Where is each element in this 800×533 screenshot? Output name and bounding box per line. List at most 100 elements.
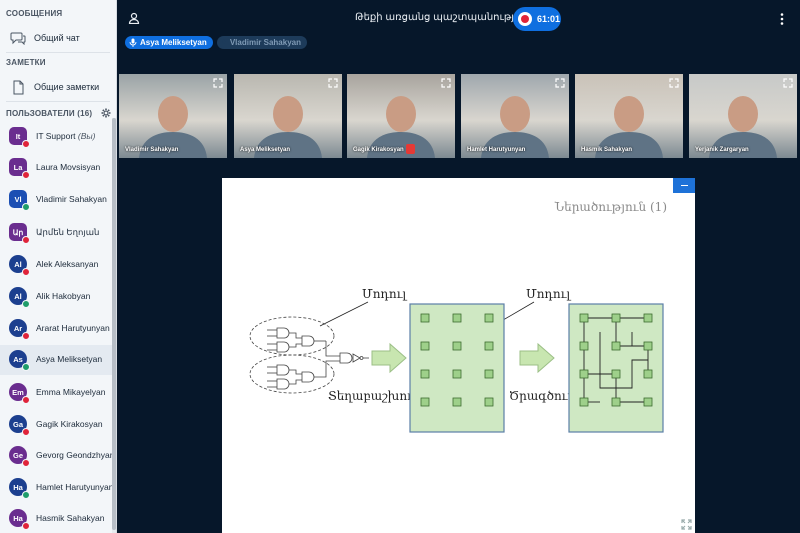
avatar: Vl: [9, 190, 30, 211]
user-list-item[interactable]: Ga Gagik Kirakosyan: [0, 410, 112, 440]
grid-cell: [452, 369, 462, 379]
talking-indicator-1[interactable]: Asya Meliksetyan: [125, 36, 213, 49]
user-list-item[interactable]: Ar Ararat Harutyunyan: [0, 314, 112, 344]
user-name: Alek Aleksanyan: [36, 259, 98, 269]
avatar-initials: Ha: [13, 513, 23, 523]
user-name-text: Emma Mikayelyan: [36, 387, 106, 397]
grid-cell: [420, 369, 430, 379]
status-badge: [22, 171, 30, 179]
user-name-text: IT Support: [36, 131, 76, 141]
avatar-initials: La: [13, 162, 23, 172]
webcam-person-image: [254, 96, 322, 158]
avatar-initials: Ha: [13, 482, 23, 492]
avatar: Ar: [9, 319, 30, 340]
grid-cell: [452, 341, 462, 351]
avatar: Al: [9, 287, 30, 308]
grid-cell: [611, 397, 621, 407]
fullscreen-icon[interactable]: [213, 78, 223, 88]
video-tile[interactable]: Yerjanik Zargaryan: [689, 74, 797, 158]
grid-cell: [420, 397, 430, 407]
gear-icon[interactable]: [101, 108, 111, 118]
video-tile[interactable]: Hamlet Harutyunyan: [461, 74, 569, 158]
user-list-item[interactable]: Em Emma Mikayelyan: [0, 378, 112, 408]
arrow-right-icon: [519, 342, 555, 374]
user-list-item[interactable]: Al Alek Aleksanyan: [0, 250, 112, 280]
status-badge: [22, 522, 30, 530]
avatar-initials: It: [15, 131, 21, 141]
avatar-initials: Ar: [13, 323, 23, 333]
user-suffix: (Вы): [77, 131, 96, 141]
avatar-initials: Ար: [12, 227, 24, 237]
grid-cell: [452, 397, 462, 407]
video-tile-name: Hasmik Sahakyan: [581, 147, 633, 153]
fullscreen-icon[interactable]: [441, 78, 451, 88]
avatar: It: [9, 127, 30, 148]
webcam-person-image: [481, 96, 549, 158]
webcam-person-image: [139, 96, 207, 158]
fullscreen-icon[interactable]: [669, 78, 679, 88]
webcam-person-image: [709, 96, 777, 158]
fullscreen-icon[interactable]: [555, 78, 565, 88]
avatar: Ha: [9, 509, 30, 530]
video-tile[interactable]: Vladimir Sahakyan: [119, 74, 227, 158]
shared-notes-item[interactable]: Общие заметки: [10, 77, 99, 97]
user-name-text: Gevorg Geondzhyan: [36, 450, 115, 460]
status-badge: [22, 268, 30, 276]
user-list-toggle[interactable]: [127, 11, 141, 25]
user-list-scrollbar[interactable]: [112, 118, 116, 533]
minimize-presentation-button[interactable]: [673, 178, 695, 193]
shared-notes-label: Общие заметки: [34, 82, 100, 92]
status-badge: [22, 236, 30, 244]
recording-button[interactable]: 61:01: [513, 7, 561, 31]
webcam-person-image: [367, 96, 435, 158]
status-badge: [22, 491, 30, 499]
user-name: Gagik Kirakosyan: [36, 419, 103, 429]
fullscreen-icon[interactable]: [328, 78, 338, 88]
avatar: Al: [9, 255, 30, 276]
status-badge: [22, 203, 30, 211]
avatar-initials: Em: [12, 387, 24, 397]
user-name: Alik Hakobyan: [36, 291, 90, 301]
grid-cell: [643, 313, 653, 323]
talking-indicator-2[interactable]: Vladimir Sahakyan: [217, 36, 307, 49]
slide-title: Ներածություն (1): [554, 200, 667, 214]
avatar-initials: Ga: [12, 419, 23, 429]
grid-cell: [452, 313, 462, 323]
user-name-text: Gagik Kirakosyan: [36, 419, 103, 429]
status-badge: [22, 332, 30, 340]
fullscreen-icon[interactable]: [681, 519, 692, 530]
public-chat-item[interactable]: Общий чат: [10, 28, 80, 48]
video-tile[interactable]: Asya Meliksetyan: [234, 74, 342, 158]
messages-section-title: СООБЩЕНИЯ: [6, 9, 63, 18]
grid-cell: [611, 341, 621, 351]
grid-cell: [484, 369, 494, 379]
grid-cell: [579, 313, 589, 323]
label-placement: Տեղաբաշխում: [328, 389, 421, 403]
mic-muted-icon: [406, 144, 415, 154]
grid-cell: [484, 313, 494, 323]
options-button[interactable]: [777, 12, 787, 26]
fullscreen-icon[interactable]: [783, 78, 793, 88]
video-tile[interactable]: Hasmik Sahakyan: [575, 74, 683, 158]
netlist-diagram: [249, 316, 369, 394]
user-list-item[interactable]: Ha Hamlet Harutyunyan: [0, 473, 113, 503]
user-name: Ararat Harutyunyan: [36, 323, 110, 333]
slide-diagram: Մոդուլ Մոդուլ Տեղաբաշխում Ծրագծում: [249, 287, 664, 433]
user-icon: [128, 12, 140, 24]
user-name: Hamlet Harutyunyan: [36, 482, 113, 492]
video-tile[interactable]: Gagik Kirakosyan: [347, 74, 455, 158]
video-tile-name: Hamlet Harutyunyan: [467, 147, 526, 153]
sidebar: СООБЩЕНИЯ Общий чат ЗАМЕТКИ Общие заметк…: [0, 0, 117, 533]
user-list-item[interactable]: Al Alik Hakobyan: [0, 282, 112, 312]
avatar: Em: [9, 383, 30, 404]
avatar: Ga: [9, 415, 30, 436]
user-list-item[interactable]: It IT Support (Вы): [0, 122, 112, 152]
status-badge: [22, 140, 30, 148]
